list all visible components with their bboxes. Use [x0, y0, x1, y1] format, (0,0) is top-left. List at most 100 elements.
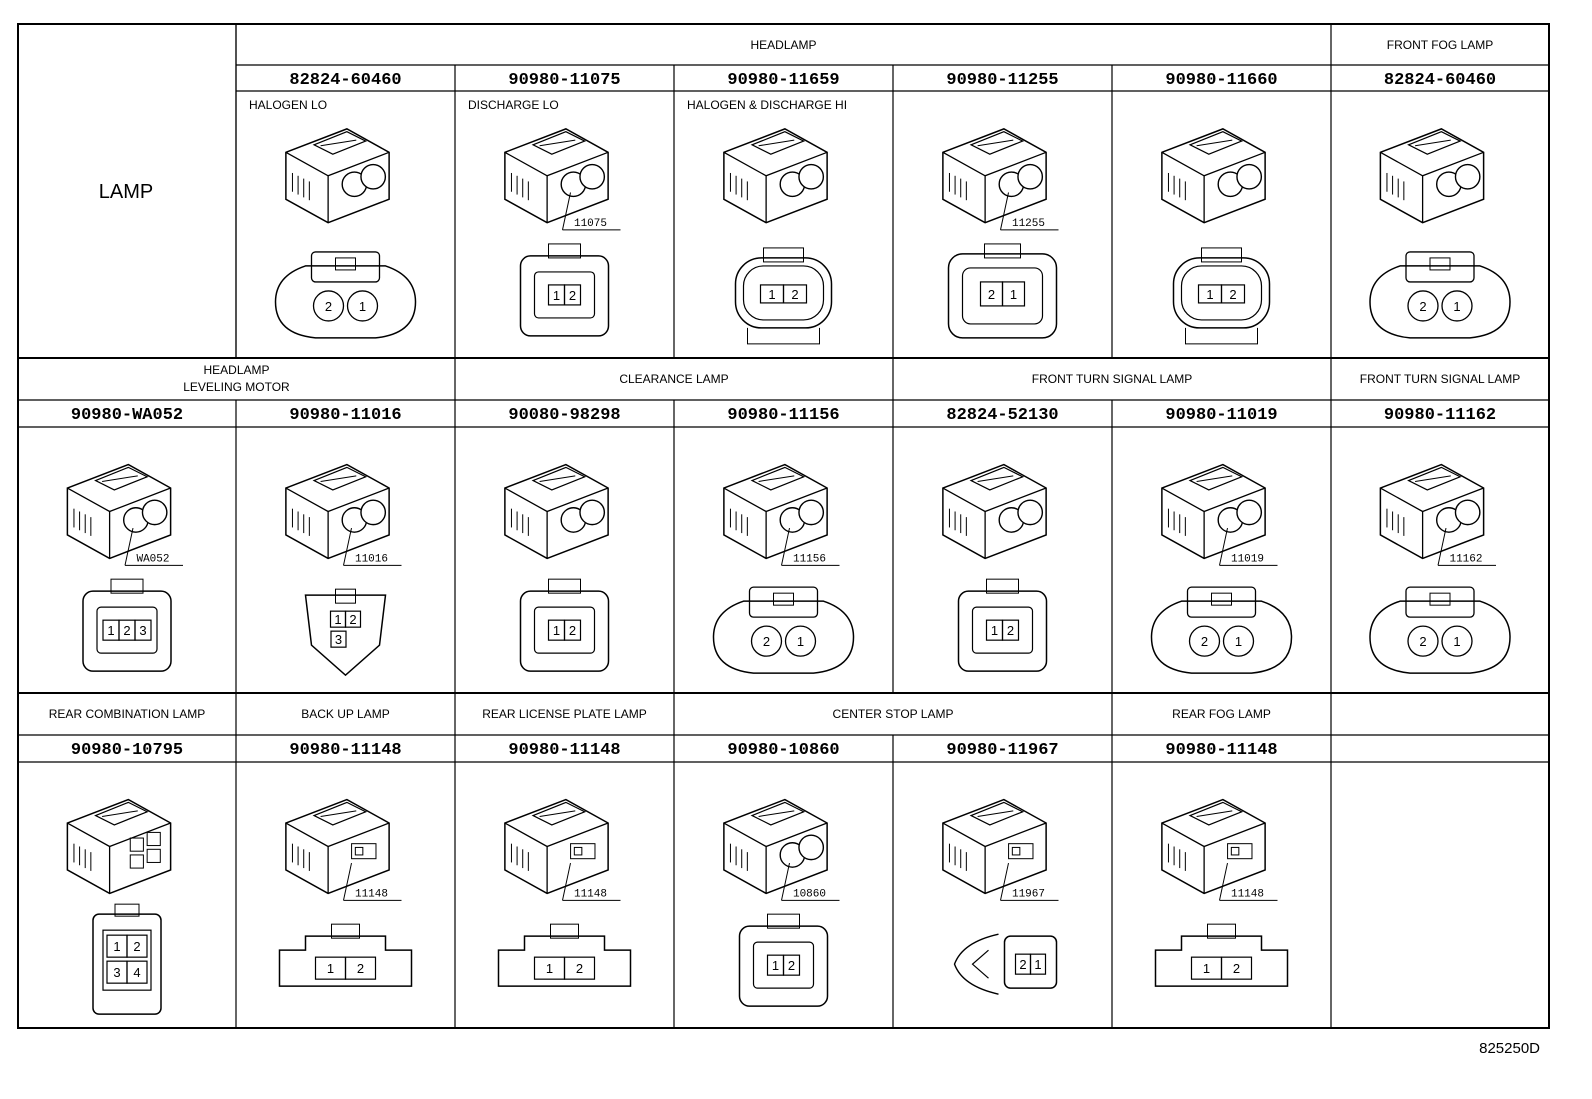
connector-housing-drawing — [723, 798, 828, 895]
pin-number: 1 — [1010, 287, 1017, 302]
part-number: 90980-11019 — [1165, 406, 1277, 425]
callout-arrow — [343, 527, 352, 566]
part-number: 82824-60460 — [1384, 71, 1496, 90]
callout-arrow — [1437, 527, 1447, 566]
pin-cavity — [126, 960, 148, 984]
part-number: 90980-11967 — [946, 741, 1058, 760]
pin-number: 1 — [797, 634, 804, 649]
pin-number: 4 — [133, 965, 140, 980]
pin-number: 2 — [788, 958, 795, 973]
pin-number: 3 — [113, 965, 120, 980]
connector-housing-drawing — [942, 798, 1047, 895]
connector-housing-drawing — [504, 463, 609, 560]
part-number: 90980-11148 — [1165, 741, 1277, 760]
group-label: BACK UP LAMP — [301, 707, 389, 721]
part-number: 90980-WA052 — [71, 406, 183, 425]
pin-number: 1 — [991, 623, 998, 638]
pin-cavity — [782, 954, 801, 976]
group-label: REAR LICENSE PLATE LAMP — [482, 707, 647, 721]
callout-arrow — [1000, 862, 1009, 901]
callout-label: 11148 — [355, 888, 388, 900]
callout-label: 11162 — [1449, 553, 1482, 565]
part-number: 90980-11162 — [1384, 406, 1496, 425]
part-number: 90080-98298 — [508, 406, 620, 425]
callout-label: 11156 — [793, 553, 826, 565]
pin-number: 2 — [988, 287, 995, 302]
group-label: CLEARANCE LAMP — [619, 372, 728, 386]
callout-label: 11255 — [1012, 218, 1045, 230]
part-number: 90980-11148 — [508, 741, 620, 760]
pin-cavity — [1001, 619, 1020, 641]
part-number: 90980-11660 — [1165, 71, 1277, 90]
pin-number: 2 — [1019, 957, 1026, 972]
callout-label: WA052 — [136, 553, 169, 565]
callout-label: 11148 — [574, 888, 607, 900]
connector-housing-drawing — [504, 798, 609, 895]
connector-housing-drawing — [1161, 798, 1266, 895]
pin-cavity — [344, 956, 377, 980]
connector-housing-drawing — [1161, 128, 1266, 224]
connector-caption: HALOGEN & DISCHARGE HI — [687, 98, 847, 112]
pin-number: 2 — [569, 288, 576, 303]
connector-caption: HALOGEN LO — [249, 98, 327, 112]
part-number: 90980-10795 — [71, 741, 183, 760]
group-label: HEADLAMP — [203, 363, 269, 377]
pin-number: 2 — [325, 299, 332, 314]
callout-arrow — [1219, 862, 1228, 901]
pin-cavity — [1220, 284, 1246, 304]
part-number: 82824-60460 — [289, 71, 401, 90]
callout-label: 11148 — [1231, 888, 1264, 900]
pin-number: 2 — [123, 623, 130, 638]
connector-housing-drawing — [1161, 463, 1266, 560]
callout-arrow — [562, 192, 571, 230]
pin-number: 1 — [546, 961, 553, 976]
pin-number: 2 — [791, 287, 798, 302]
connector-housing-drawing — [285, 798, 390, 895]
pin-number: 1 — [553, 623, 560, 638]
pin-number: 1 — [1206, 287, 1213, 302]
pin-number: 3 — [139, 623, 146, 638]
pin-number: 1 — [107, 623, 114, 638]
pin-number: 1 — [772, 958, 779, 973]
connector-housing-drawing — [1379, 128, 1485, 224]
pin-cavity — [1029, 953, 1047, 975]
callout-label: 11016 — [355, 553, 388, 565]
callout-arrow — [781, 862, 790, 901]
pin-cavity — [563, 619, 582, 641]
pin-number: 3 — [335, 632, 342, 647]
connector-housing-drawing — [66, 463, 172, 560]
pin-number: 1 — [334, 612, 341, 627]
pin-number: 1 — [1453, 299, 1460, 314]
drawing-code: 825250D — [1479, 1040, 1540, 1057]
connector-housing-drawing — [723, 128, 828, 224]
callout-arrow — [781, 527, 790, 566]
